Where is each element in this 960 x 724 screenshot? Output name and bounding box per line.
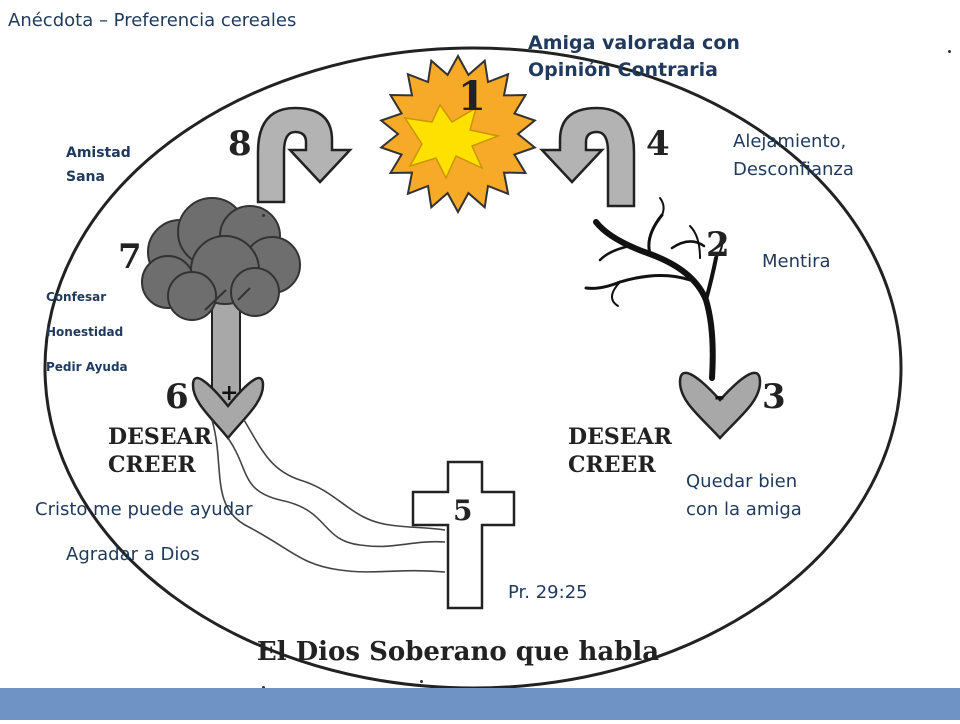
label-cristo-ayudar: Cristo me puede ayudar [35,499,253,520]
cross-icon [411,460,516,610]
label-confesar: Confesar [46,290,107,304]
heart-minus: - [714,382,725,412]
label-agradar-dios: Agradar a Dios [66,544,200,565]
stray-dot [948,50,951,53]
stray-dot [262,214,265,217]
desear-left: DESEAR [108,424,213,450]
sun-icon [379,53,537,215]
arrow-icon [256,106,353,204]
arrow-icon [539,106,636,208]
number-8: 8 [228,124,252,164]
number-7: 7 [118,237,142,277]
number-2: 2 [706,225,730,265]
tree-icon [141,197,301,421]
stray-dot [420,680,423,683]
creer-left: CREER [108,452,196,478]
footer-bar [0,688,960,720]
label-honestidad: Honestidad [46,325,124,339]
label-amistad-sana: Amistad Sana [66,145,131,185]
number-6: 6 [165,377,189,417]
label-reference: Pr. 29:25 [508,582,588,603]
heart-plus: + [220,380,238,406]
stray-dot [262,686,265,689]
diagram-caption: El Dios Soberano que habla [257,637,659,667]
number-4: 4 [646,124,670,164]
desear-right: DESEAR [568,424,673,450]
connector-lines [211,419,446,573]
label-quedar-bien: Quedar bien con la amiga [686,471,802,520]
number-5: 5 [453,494,472,527]
slide-title: Anécdota – Preferencia cereales [8,10,297,31]
heart-icon [678,371,762,440]
creer-right: CREER [568,452,656,478]
label-pedir-ayuda: Pedir Ayuda [46,360,128,374]
label-amiga-valorada: Amiga valorada con Opinión Contraria [528,32,740,81]
number-3: 3 [762,377,786,417]
dead-tree-icon [584,197,724,381]
number-1: 1 [458,73,486,120]
label-alejamiento: Alejamiento, Desconfianza [733,131,854,180]
label-mentira: Mentira [762,251,831,272]
